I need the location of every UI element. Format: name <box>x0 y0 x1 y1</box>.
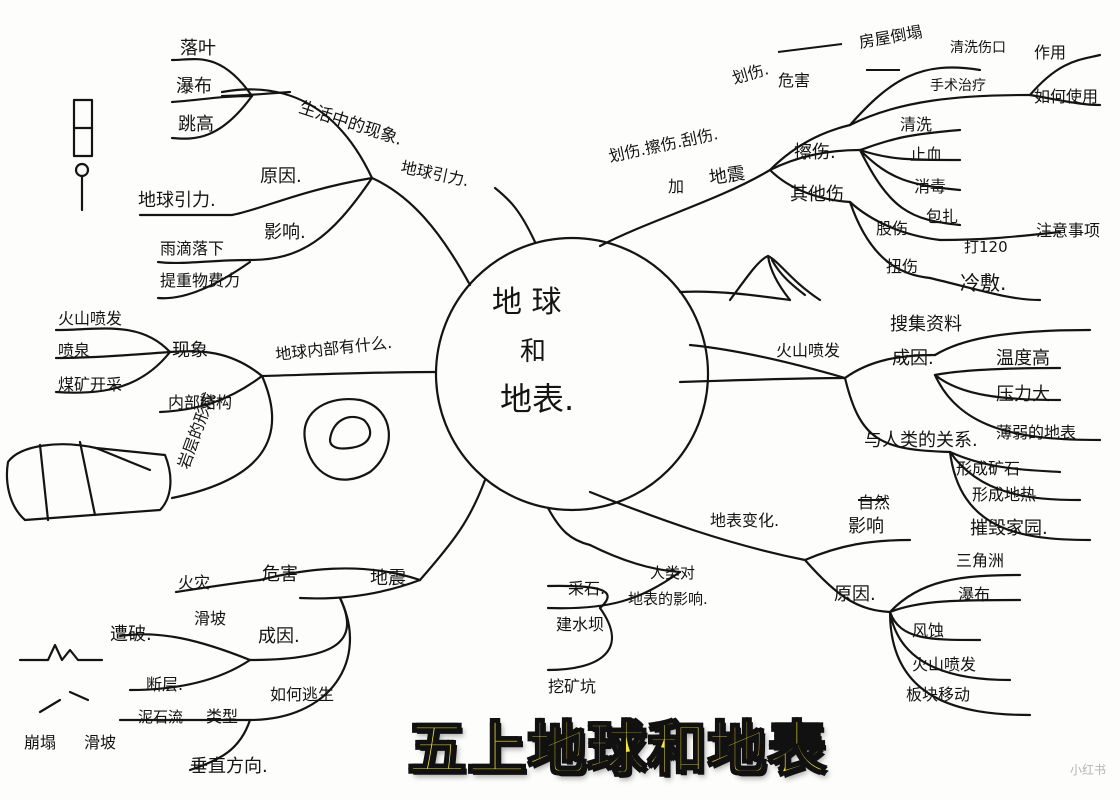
node-yingxiang-right: 影响 <box>848 516 884 537</box>
node-qita: 其他伤 <box>790 184 844 205</box>
node-yudi: 雨滴落下 <box>160 239 224 258</box>
node-huashang: 划伤. <box>730 59 771 87</box>
node-huoshan-right: 火山喷发 <box>776 341 840 360</box>
node-bankuai: 板块移动 <box>906 685 970 704</box>
node-tiqi: 提重物费力 <box>160 271 240 290</box>
ruler-sketch <box>72 98 94 212</box>
branch-upper-right <box>678 290 792 302</box>
title-banner: 五上 地球和地表 <box>348 702 888 786</box>
node-lengfu: 冷敷. <box>960 271 1006 295</box>
node-zaoshou: 遭破. <box>110 624 152 645</box>
node-cuihui: 摧毁家园. <box>970 518 1048 539</box>
node-tiaogao: 跳高 <box>178 114 214 135</box>
node-neibu: 内部结构 <box>168 393 232 412</box>
volcano-sketch <box>728 254 822 302</box>
banner-title: 地球和地表 <box>527 714 829 784</box>
node-huapo2: 滑坡 <box>84 733 116 752</box>
node-meikuang: 煤矿开采 <box>58 375 122 394</box>
branch-surface <box>588 490 807 562</box>
node-nishiliu: 泥石流 <box>138 708 183 726</box>
node-yinli-yuanyin: 地球引力. <box>138 190 216 211</box>
node-weihai2: 危害 <box>778 71 810 90</box>
node-yuren: 与人类的关系. <box>864 430 978 451</box>
node-gushang: 股伤 <box>876 219 908 238</box>
node-caishang: 擦伤. <box>794 142 836 163</box>
node-yingxiang: 影响. <box>264 222 306 243</box>
node-caishi: 采石. <box>568 579 605 598</box>
node-huozai: 火灾 <box>178 573 210 592</box>
node-weihai: 危害 <box>262 564 298 585</box>
node-wakuang: 挖矿坑 <box>548 677 596 696</box>
earth-slice-sketch <box>303 397 390 481</box>
node-dire: 形成地热 <box>972 485 1036 504</box>
node-xiaodu: 消毒 <box>914 177 946 196</box>
node-wendu: 温度高 <box>996 348 1050 369</box>
node-da120: 打120 <box>964 238 1008 256</box>
node-interior: 地球内部有什么. <box>274 333 392 364</box>
node-ziran: 自然 <box>858 493 890 512</box>
node-renlei: 人类对 <box>650 564 695 582</box>
node-fengshi: 风蚀 <box>912 621 944 640</box>
center-line-1: 地 球 <box>492 285 562 320</box>
node-shanghai-title: 划伤.擦伤.刮伤. <box>607 124 720 166</box>
node-dibiao-yingxiang: 地表的影响. <box>628 590 708 608</box>
node-xianxiang: 现象 <box>172 340 208 361</box>
branch-gravity-2 <box>493 186 537 244</box>
node-qingxi2: 清洗伤口 <box>950 40 1006 56</box>
node-sanjiaozhou: 三角洲 <box>956 551 1004 570</box>
node-pubu-right: 瀑布 <box>958 585 990 604</box>
node-jianshuiba: 建水坝 <box>556 615 604 634</box>
node-yuanyin: 原因. <box>260 166 302 187</box>
fault-sketch <box>18 643 104 714</box>
node-yali: 压力大 <box>996 384 1050 405</box>
node-jia: 加 <box>668 177 684 196</box>
node-pubu: 瀑布 <box>176 76 212 97</box>
node-chuizhi: 垂直方向. <box>190 756 268 777</box>
node-luoye: 落叶 <box>180 38 216 59</box>
node-zhixue: 止血 <box>910 145 942 164</box>
node-penquan: 喷泉 <box>58 341 90 360</box>
node-sousuo: 搜集资料 <box>890 314 962 335</box>
node-huoshan-bottom: 火山喷发 <box>912 655 976 674</box>
node-niushang: 扭伤 <box>886 257 918 276</box>
node-baozha: 包扎 <box>926 207 958 226</box>
watermark: 小红书 <box>1069 763 1106 777</box>
node-qingxi: 清洗 <box>900 115 932 134</box>
branch-volcano-2 <box>678 376 847 384</box>
node-bobo: 薄弱的地表 <box>996 423 1076 442</box>
node-duanceng: 断层. <box>146 675 183 694</box>
node-zuoyong: 作用 <box>1034 43 1066 62</box>
node-chengyin: 成因. <box>258 626 300 647</box>
node-benta: 崩塌 <box>24 733 56 752</box>
node-dizhen: 地震 <box>370 568 406 589</box>
node-zhuyi: 注意事项 <box>1036 221 1100 240</box>
center-line-2: 和 <box>520 337 546 367</box>
node-gravity: 地球引力. <box>399 157 471 190</box>
node-ruhe: 如何逃生 <box>270 685 334 704</box>
grade-label: 五上 <box>407 714 528 784</box>
branch-human <box>546 506 592 547</box>
node-fangbing: 房屋倒塌 <box>857 22 923 52</box>
node-dizhen-label: 地震 <box>708 163 747 189</box>
branch-interior <box>260 370 438 378</box>
branch-gravity <box>370 176 472 287</box>
branch-injury <box>598 168 772 248</box>
branch-earthquake <box>418 478 487 582</box>
node-kuangshi: 形成矿石 <box>956 459 1020 478</box>
node-ruhe-shiyong: 如何使用 <box>1034 87 1098 106</box>
node-huoshan1: 火山喷发 <box>58 309 122 328</box>
center-circle <box>434 236 710 512</box>
node-chengyin-right: 成因. <box>892 348 934 369</box>
node-yuanyin-right: 原因. <box>834 584 876 605</box>
node-huapo: 滑坡 <box>194 609 226 628</box>
node-shoushi: 手术治疗 <box>930 78 986 94</box>
rock-layer-sketch <box>5 440 172 522</box>
branch-volcano <box>688 343 847 380</box>
node-leixing: 类型 <box>206 707 238 726</box>
center-line-3: 地表. <box>500 380 574 418</box>
node-dibiao-bianhua: 地表变化. <box>710 511 779 530</box>
